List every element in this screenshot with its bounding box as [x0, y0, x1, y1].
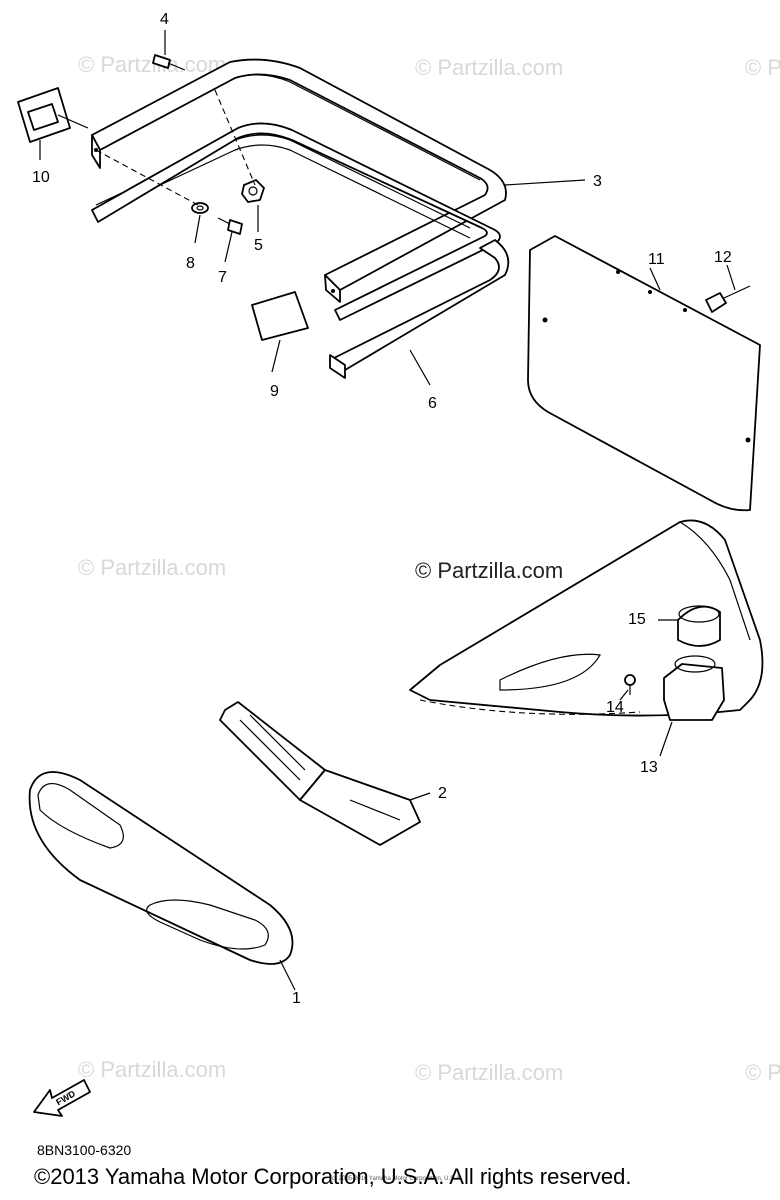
- fine-print: (c) 2005-2016 Yamaha Motor Corporation, …: [330, 1176, 462, 1182]
- part-label-2: 2: [438, 785, 447, 802]
- washer-8: [191, 202, 209, 214]
- watermark: © Partzilla.com: [78, 1057, 226, 1082]
- cap-15: [677, 605, 721, 647]
- rivet-12: [705, 285, 751, 313]
- part-label-3: 3: [593, 173, 602, 190]
- part-label-1: 1: [292, 990, 301, 1007]
- screw-4: [152, 54, 186, 71]
- watermark-main: © Partzilla.com: [415, 558, 563, 583]
- watermark: © Partzilla.com: [78, 555, 226, 580]
- watermark: © Partzilla.com: [745, 1060, 780, 1085]
- vent-2: [219, 701, 421, 846]
- pad-9: [251, 291, 309, 341]
- part-label-14: 14: [606, 699, 624, 716]
- part-label-5: 5: [254, 237, 263, 254]
- clamp: [17, 87, 89, 143]
- gunwale-channel: [91, 122, 501, 321]
- watermark: © Partzilla.com: [745, 55, 780, 80]
- part-label-13: 13: [640, 759, 658, 776]
- part-label-12: 12: [714, 249, 732, 266]
- part-label-15: 15: [628, 611, 646, 628]
- gunwale-rail: [91, 58, 507, 303]
- rubber-strip: [329, 239, 510, 379]
- fwd-arrow-icon: FWD: [33, 1079, 91, 1117]
- clip-14: [624, 674, 636, 695]
- nut-5: [241, 179, 265, 203]
- drawing-code: 8BN3100-6320: [37, 1142, 132, 1158]
- part-label-4: 4: [160, 11, 169, 28]
- watermark: © Partzilla.com: [415, 1060, 563, 1085]
- grip-cover-1: [28, 771, 294, 965]
- panel-11: [527, 235, 761, 512]
- part-label-11: 11: [648, 251, 665, 268]
- copyright: ©2013 Yamaha Motor Corporation, U.S.A. A…: [34, 1164, 632, 1189]
- part-label-6: 6: [428, 395, 437, 412]
- stern-cover: [409, 519, 764, 717]
- bolt-7: [217, 217, 243, 235]
- watermark: © Partzilla.com: [78, 52, 226, 77]
- part-label-8: 8: [186, 255, 195, 272]
- part-label-7: 7: [218, 269, 227, 286]
- fitting-13: [663, 655, 725, 721]
- watermark: © Partzilla.com: [415, 55, 563, 80]
- part-label-10: 10: [32, 169, 50, 186]
- part-label-9: 9: [270, 383, 279, 400]
